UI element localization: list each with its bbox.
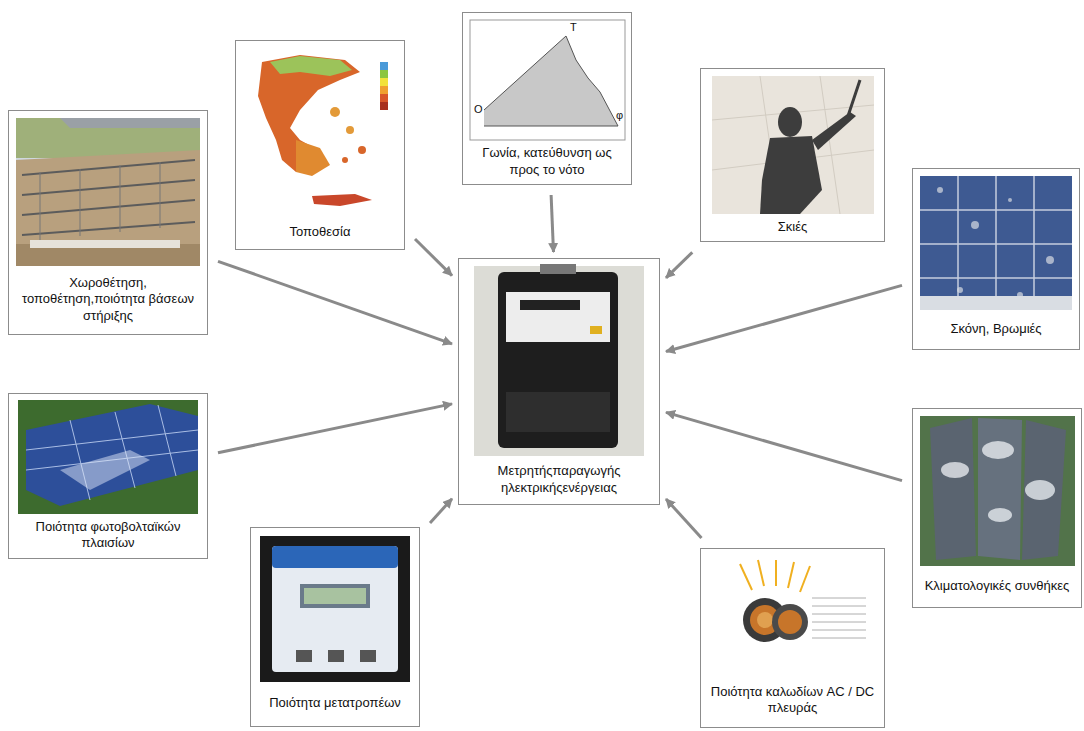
- meter-photo: [474, 264, 644, 456]
- arrow-connector: [666, 285, 902, 351]
- node-caption: Γωνία, κατεύθυνση ως προς το νότο: [467, 145, 627, 178]
- arrow-connector: [218, 261, 452, 344]
- axis-letter: Τ: [570, 22, 577, 33]
- arrow-connector: [666, 252, 692, 277]
- mounting-photo: [16, 118, 200, 266]
- node-caption: Σκόνη, Βρωμιές: [917, 321, 1075, 337]
- panels-photo: [18, 400, 198, 514]
- dust-box: Σκόνη, Βρωμιές: [912, 168, 1080, 350]
- angle-box: Γωνία, κατεύθυνση ως προς το νότο: [462, 12, 632, 185]
- map-photo: [243, 48, 398, 216]
- angle-graph: [470, 20, 625, 140]
- shading-box: Σκιές: [700, 68, 885, 242]
- location-box: Τοποθεσία: [235, 40, 405, 250]
- axis-letter: Ο: [474, 104, 483, 115]
- arrow-connector: [415, 239, 452, 276]
- panel-quality-box: Ποιότητα φωτοβολταϊκών πλαισίων: [8, 393, 208, 559]
- node-caption: Ποιότητα καλωδίων AC / DC πλευράς: [705, 684, 880, 717]
- siting-box: Χωροθέτηση, τοποθέτηση,ποιότητα βάσεων σ…: [8, 110, 208, 335]
- dust-photo: [920, 176, 1072, 310]
- node-caption: Τοποθεσία: [240, 224, 400, 240]
- meter-box: Μετρητήςπαραγωγής ηλεκτρικήςενέργειας: [458, 258, 660, 505]
- arrow-connector: [218, 404, 452, 453]
- shadow-photo: [712, 76, 874, 214]
- climate-box: Κλιματολογικές συνθήκες: [912, 408, 1082, 608]
- arrow-connector: [666, 412, 902, 480]
- node-caption: Χωροθέτηση, τοποθέτηση,ποιότητα βάσεων σ…: [13, 275, 203, 324]
- climate-photo: [920, 416, 1075, 566]
- inverter-box: Ποιότητα μετατροπέων: [250, 527, 420, 727]
- cable-box: Ποιότητα καλωδίων AC / DC πλευράς: [700, 548, 885, 728]
- arrow-connector: [666, 499, 702, 538]
- node-caption: Σκιές: [705, 219, 880, 235]
- axis-letter: φ: [616, 110, 623, 121]
- node-caption: Μετρητήςπαραγωγής ηλεκτρικήςενέργειας: [463, 463, 655, 496]
- cable-illustration: [712, 556, 872, 674]
- node-caption: Ποιότητα φωτοβολταϊκών πλαισίων: [13, 519, 203, 552]
- arrow-connector: [551, 195, 553, 252]
- node-caption: Κλιματολογικές συνθήκες: [917, 578, 1077, 594]
- node-caption: Ποιότητα μετατροπέων: [255, 695, 415, 711]
- inverter-photo: [260, 536, 410, 682]
- arrow-connector: [430, 499, 452, 523]
